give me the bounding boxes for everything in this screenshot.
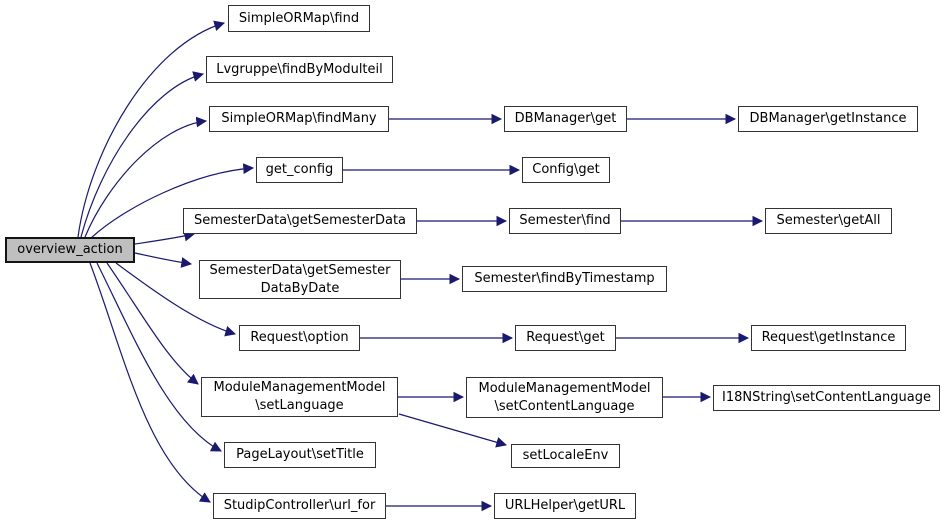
- edge-overview-to-setlanguage: [106, 262, 199, 385]
- node-setlocaleenv[interactable]: setLocaleEnv: [511, 444, 620, 468]
- node-urlhelper-geturl[interactable]: URLHelper\getURL: [494, 493, 636, 519]
- node-simpleormap-findmany[interactable]: SimpleORMap\findMany: [209, 106, 389, 132]
- edge-overview-to-getsemesterdatabydate: [134, 252, 193, 268]
- node-dbmanager-get[interactable]: DBManager\get: [504, 106, 627, 132]
- node-modulemanagementmodel-setcontentlanguage[interactable]: ModuleManagementModel \setContentLanguag…: [466, 377, 663, 418]
- node-semester-findbytimestamp[interactable]: Semester\findByTimestamp: [462, 266, 667, 292]
- edge-overview-to-findmany: [84, 116, 208, 238]
- node-request-getinstance[interactable]: Request\getInstance: [751, 325, 906, 351]
- edge-overview-to-getsemesterdata: [134, 230, 196, 245]
- node-simpleormap-find[interactable]: SimpleORMap\find: [228, 5, 370, 32]
- edge-overview-to-findbymodulteil: [80, 71, 205, 238]
- node-semester-getall[interactable]: Semester\getAll: [765, 208, 892, 234]
- node-request-option[interactable]: Request\option: [239, 325, 360, 351]
- node-request-get[interactable]: Request\get: [515, 325, 616, 351]
- edge-overview-to-settitle: [96, 262, 222, 452]
- node-semester-find[interactable]: Semester\find: [509, 208, 621, 234]
- edge-overview-to-requestoption: [115, 262, 237, 337]
- node-modulemanagementmodel-setlanguage[interactable]: ModuleManagementModel \setLanguage: [201, 377, 398, 417]
- node-pagelayout-settitle[interactable]: PageLayout\setTitle: [224, 442, 376, 468]
- edge-overview-to-find: [77, 20, 226, 238]
- node-dbmanager-getinstance[interactable]: DBManager\getInstance: [738, 106, 918, 132]
- edge-overview-to-getconfig: [90, 163, 255, 239]
- node-overview-action: overview_action: [5, 237, 135, 263]
- node-get-config[interactable]: get_config: [256, 157, 343, 183]
- node-studipcontroller-url-for[interactable]: StudipController\url_for: [213, 493, 386, 519]
- node-lvgruppe-findbymodulteil[interactable]: Lvgruppe\findByModulteil: [206, 56, 393, 83]
- node-i18nstring-setcontentlanguage[interactable]: I18NString\setContentLanguage: [713, 385, 940, 411]
- edge-overview-to-urlfor: [89, 262, 211, 503]
- node-semesterdata-getsemesterdatabydate[interactable]: SemesterData\getSemester DataByDate: [199, 260, 401, 299]
- edge-setlanguage-to-setlocaleenv: [398, 413, 508, 448]
- node-config-get[interactable]: Config\get: [522, 157, 610, 183]
- node-semesterdata-getsemesterdata[interactable]: SemesterData\getSemesterData: [183, 208, 417, 234]
